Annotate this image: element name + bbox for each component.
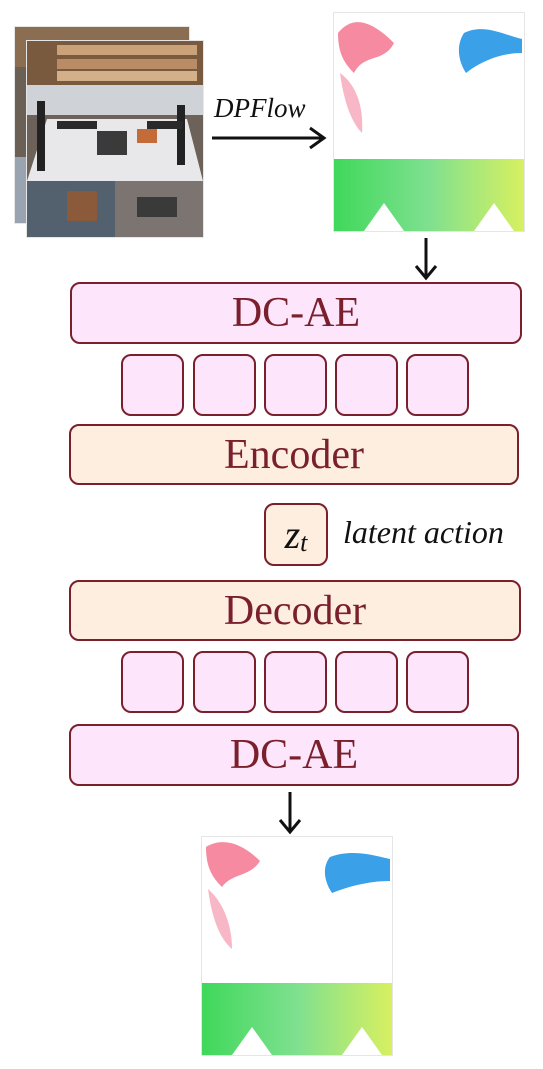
down-arrow-icon bbox=[278, 792, 302, 835]
input-frame-front bbox=[26, 40, 204, 238]
dc-ae-encoder-label: DC-AE bbox=[231, 290, 361, 336]
latent-token bbox=[121, 354, 184, 416]
down-arrow-icon bbox=[414, 238, 438, 281]
dpflow-label: DPFlow bbox=[214, 93, 306, 123]
latent-token bbox=[406, 354, 469, 416]
latent-token bbox=[335, 354, 398, 416]
latent-action-label: latent action bbox=[343, 514, 504, 550]
dc-ae-decoder-block: DC-AE bbox=[69, 724, 519, 786]
right-arrow-icon bbox=[212, 126, 328, 150]
latent-token bbox=[335, 651, 398, 713]
reconstructed-flow-image bbox=[201, 836, 393, 1056]
latent-token bbox=[193, 651, 256, 713]
decoder-block: Decoder bbox=[69, 580, 521, 641]
decoder-label: Decoder bbox=[223, 587, 367, 634]
dc-ae-encoder-block: DC-AE bbox=[70, 282, 522, 344]
latent-token bbox=[264, 354, 327, 416]
encoder-block: Encoder bbox=[69, 424, 519, 485]
latent-symbol: z bbox=[284, 512, 301, 557]
latent-token bbox=[121, 651, 184, 713]
latent-token bbox=[193, 354, 256, 416]
latent-token bbox=[406, 651, 469, 713]
encoder-label: Encoder bbox=[224, 431, 364, 478]
input-flow-image bbox=[333, 12, 525, 232]
latent-subscript: t bbox=[300, 527, 308, 557]
latent-token bbox=[264, 651, 327, 713]
dc-ae-decoder-label: DC-AE bbox=[229, 732, 359, 778]
